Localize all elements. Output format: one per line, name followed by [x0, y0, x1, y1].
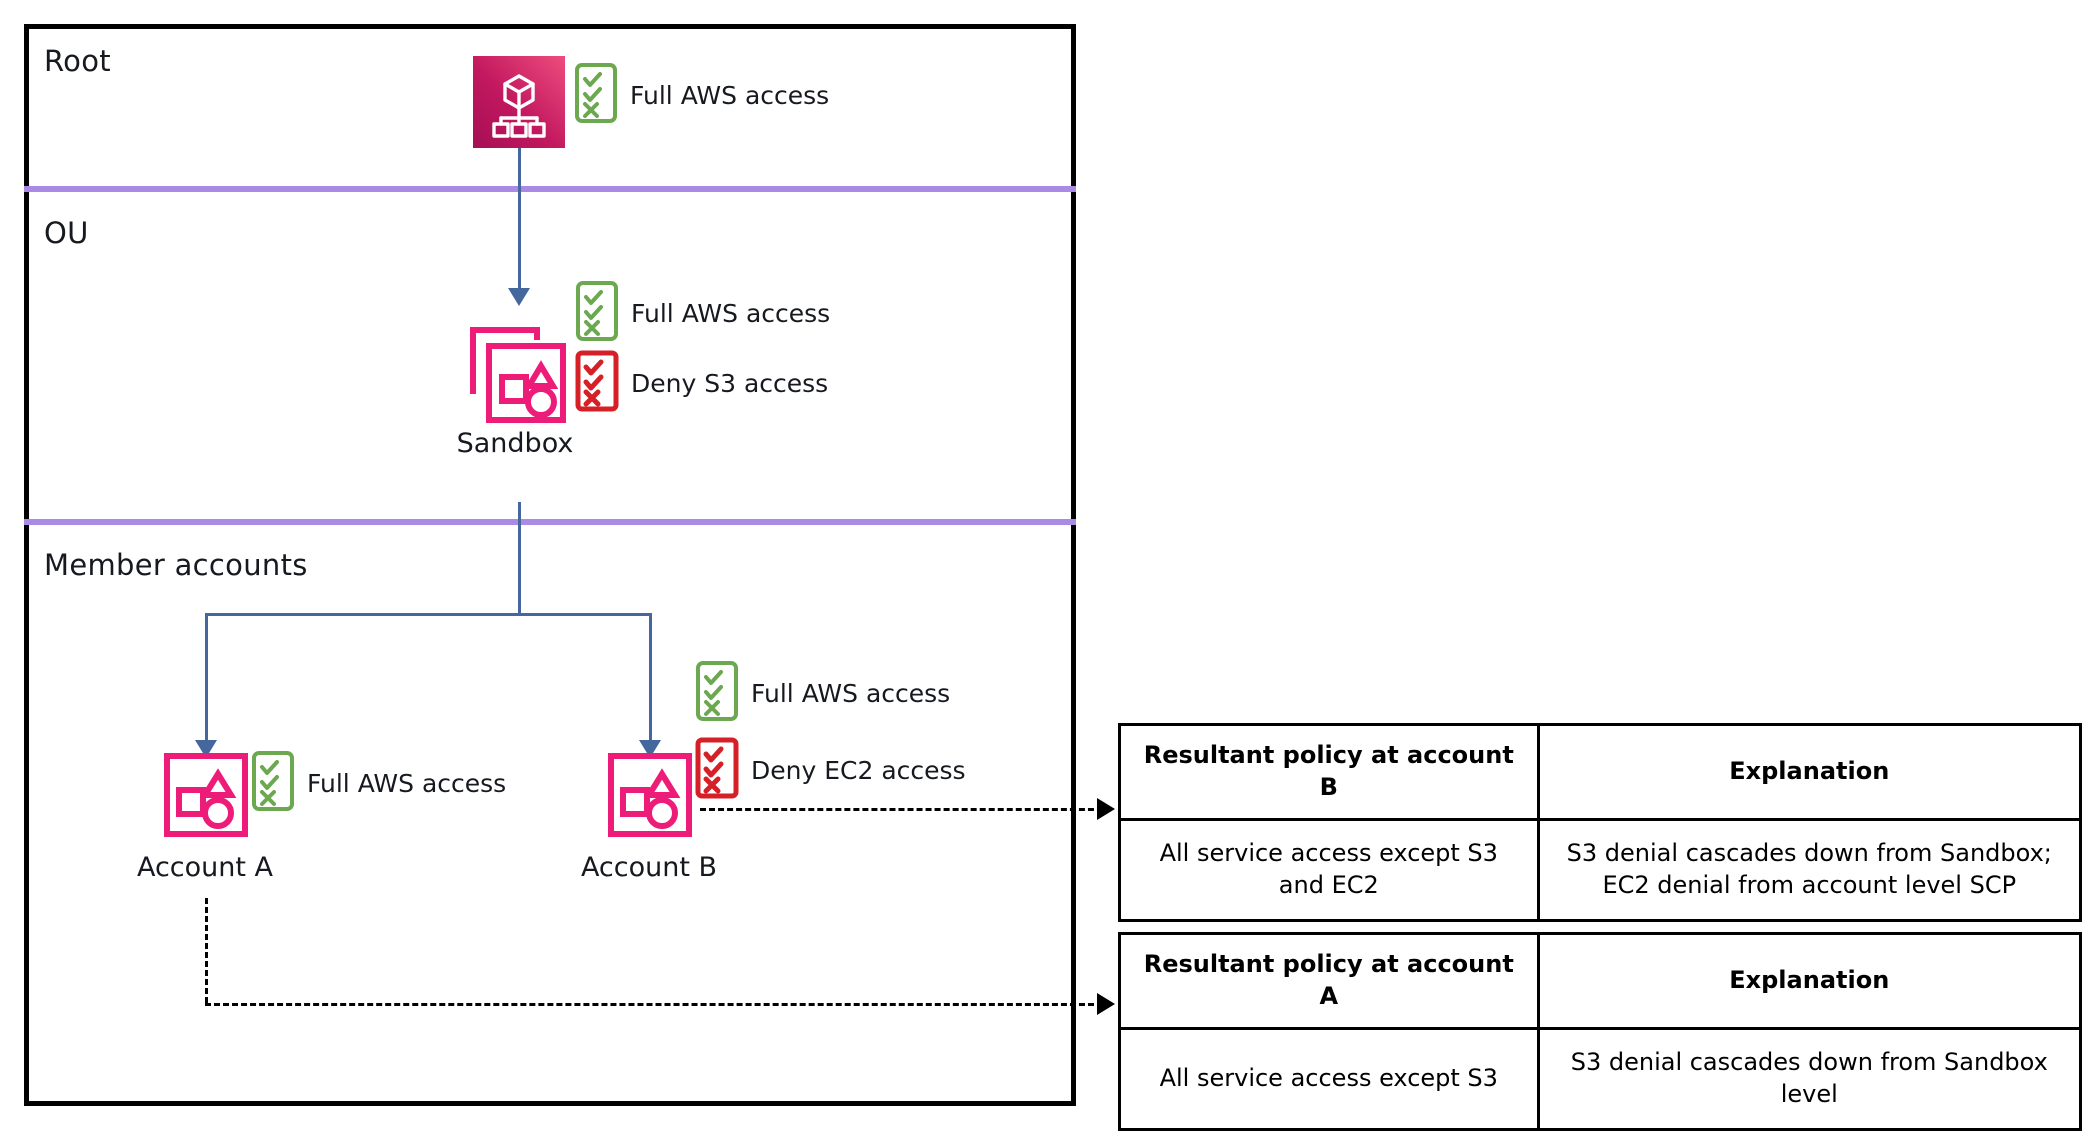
- policy-badge-row-account-b-allow: Full AWS access: [695, 660, 950, 726]
- account-icon: [164, 753, 248, 837]
- deny-policy-icon: [575, 350, 619, 416]
- table-header-cell: Resultant policy at account B: [1118, 723, 1540, 821]
- policy-badge-row-account-a-allow: Full AWS access: [251, 750, 506, 816]
- policy-label: Deny S3 access: [631, 368, 829, 398]
- arrowhead-callout-account-b: [1097, 798, 1115, 820]
- table-cell-explanation: S3 denial cascades down from Sandbox lev…: [1536, 1027, 2082, 1131]
- connector-to-account-a: [205, 613, 208, 745]
- allow-policy-icon: [695, 660, 739, 726]
- tier-label-ou: OU: [44, 216, 89, 250]
- tier-divider-ou-member: [24, 519, 1076, 525]
- node-caption-account-b: Account B: [580, 852, 718, 883]
- deny-policy-icon: [695, 737, 739, 803]
- arrowhead-root-to-sandbox: [508, 288, 530, 306]
- callout-line-account-a-vertical: [205, 898, 208, 1003]
- table-header-cell: Explanation: [1536, 932, 2082, 1030]
- policy-badge-row-sandbox-allow: Full AWS access: [575, 280, 830, 346]
- table-row: All service access except S3 and EC2 S3 …: [1118, 818, 2082, 922]
- table-header-cell: Explanation: [1536, 723, 2082, 821]
- node-sandbox-ou[interactable]: [467, 322, 571, 430]
- policy-badge-row-root-allow: Full AWS access: [574, 62, 829, 128]
- table-cell-explanation: S3 denial cascades down from Sandbox; EC…: [1536, 818, 2082, 922]
- policy-label: Full AWS access: [751, 678, 951, 708]
- table-row: All service access except S3 S3 denial c…: [1118, 1027, 2082, 1131]
- node-root-organization[interactable]: [473, 56, 565, 148]
- callout-line-account-a-horizontal: [205, 1003, 1112, 1006]
- connector-sandbox-down: [518, 502, 521, 615]
- table-cell-policy: All service access except S3 and EC2: [1118, 818, 1540, 922]
- connector-member-bus: [205, 613, 652, 616]
- policy-badge-row-account-b-deny: Deny EC2 access: [695, 737, 966, 803]
- allow-policy-icon: [575, 280, 619, 346]
- arrowhead-callout-account-a: [1097, 993, 1115, 1015]
- connector-to-account-b: [649, 613, 652, 745]
- aws-organizations-icon: [473, 56, 565, 148]
- account-icon: [608, 753, 692, 837]
- policy-label: Full AWS access: [630, 80, 830, 110]
- tier-label-root: Root: [44, 44, 111, 78]
- policy-label: Full AWS access: [307, 768, 507, 798]
- node-account-b[interactable]: [607, 752, 693, 842]
- policy-label: Full AWS access: [631, 298, 831, 328]
- organizational-unit-icon: [470, 327, 566, 423]
- node-caption-sandbox: Sandbox: [456, 428, 574, 459]
- organization-container: [24, 24, 1076, 1106]
- callout-line-account-b: [700, 808, 1112, 811]
- tier-label-member: Member accounts: [44, 548, 308, 582]
- policy-label: Deny EC2 access: [751, 755, 966, 785]
- table-header-cell: Resultant policy at account A: [1118, 932, 1540, 1030]
- resultant-policy-table-account-a: Resultant policy at account A Explanatio…: [1118, 932, 2082, 1131]
- tier-divider-root-ou: [24, 186, 1076, 192]
- table-header-row: Resultant policy at account B Explanatio…: [1118, 723, 2082, 821]
- policy-badge-row-sandbox-deny: Deny S3 access: [575, 350, 828, 416]
- table-cell-policy: All service access except S3: [1118, 1027, 1540, 1131]
- node-account-a[interactable]: [163, 752, 249, 842]
- connector-root-to-sandbox: [518, 148, 521, 293]
- allow-policy-icon: [251, 750, 295, 816]
- table-header-row: Resultant policy at account A Explanatio…: [1118, 932, 2082, 1030]
- node-caption-account-a: Account A: [136, 852, 274, 883]
- resultant-policy-table-account-b: Resultant policy at account B Explanatio…: [1118, 723, 2082, 922]
- allow-policy-icon: [574, 62, 618, 128]
